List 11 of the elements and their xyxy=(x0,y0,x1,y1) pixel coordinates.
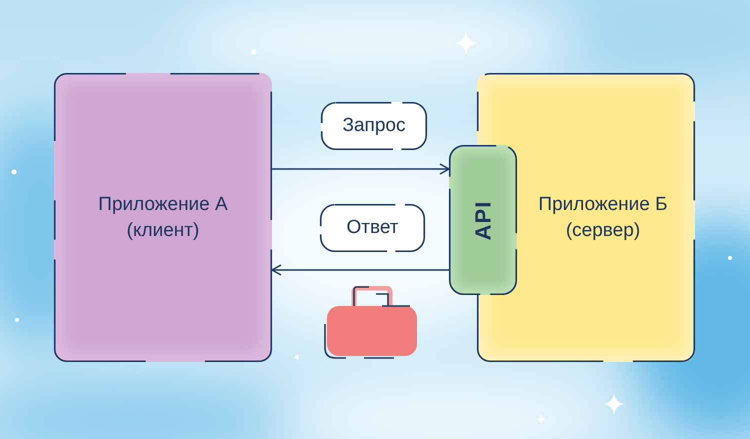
api-box xyxy=(449,145,517,295)
server-app-box xyxy=(477,73,695,362)
app-title: Приложение А (клиент) xyxy=(97,192,229,242)
arrow xyxy=(271,264,449,276)
response-badge xyxy=(320,204,425,252)
request-badge xyxy=(321,102,427,150)
request-label: Запрос xyxy=(342,114,406,138)
response-label: Ответ xyxy=(346,216,398,240)
app-title: Приложение Б (сервер) xyxy=(537,192,669,242)
arrow xyxy=(272,163,450,175)
api-label: API xyxy=(470,200,496,240)
